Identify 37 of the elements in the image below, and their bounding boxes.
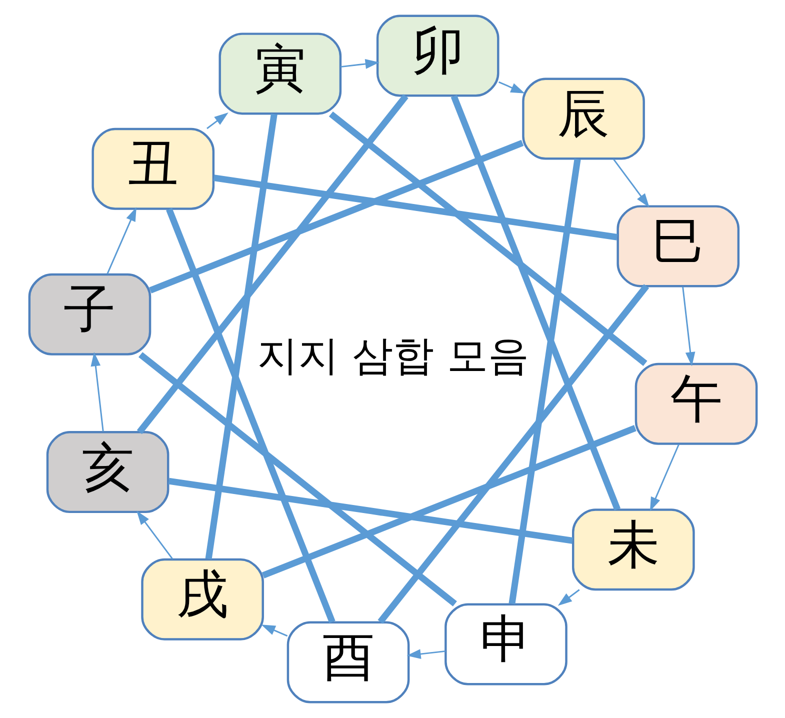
arrow — [90, 352, 104, 432]
label: 지지 삼합 모음 — [256, 331, 529, 380]
connector — [136, 94, 408, 434]
arrow — [612, 158, 649, 208]
connector — [508, 158, 580, 604]
node-box: 申 — [444, 603, 567, 686]
arrow — [136, 510, 173, 560]
connector — [166, 208, 335, 624]
arrow — [557, 589, 580, 606]
connector — [138, 352, 456, 606]
arrow — [106, 207, 136, 274]
node-box: 午 — [634, 362, 758, 445]
connector — [450, 94, 620, 511]
node-box: 辰 — [522, 78, 644, 160]
node-box: 未 — [572, 508, 694, 591]
arrow — [206, 112, 228, 130]
connector — [377, 284, 649, 624]
node-box: 戌 — [140, 558, 264, 640]
connector — [168, 478, 573, 544]
node-box: 子 — [28, 273, 151, 356]
arrow — [260, 624, 288, 637]
connector — [261, 425, 636, 578]
node-box: 卯 — [376, 14, 499, 97]
arrow — [682, 286, 695, 366]
node-box: 巳 — [616, 205, 740, 288]
connector — [328, 111, 647, 366]
connector — [212, 174, 618, 240]
arrow — [406, 649, 446, 659]
node-box: 酉 — [286, 621, 410, 704]
connector — [148, 140, 524, 294]
connector — [204, 114, 277, 560]
node-box: 亥 — [46, 431, 169, 514]
node-box: 寅 — [218, 32, 342, 115]
node-box: 丑 — [91, 128, 214, 210]
arrow — [498, 81, 524, 94]
arrow — [649, 444, 679, 512]
arrow — [340, 59, 379, 69]
